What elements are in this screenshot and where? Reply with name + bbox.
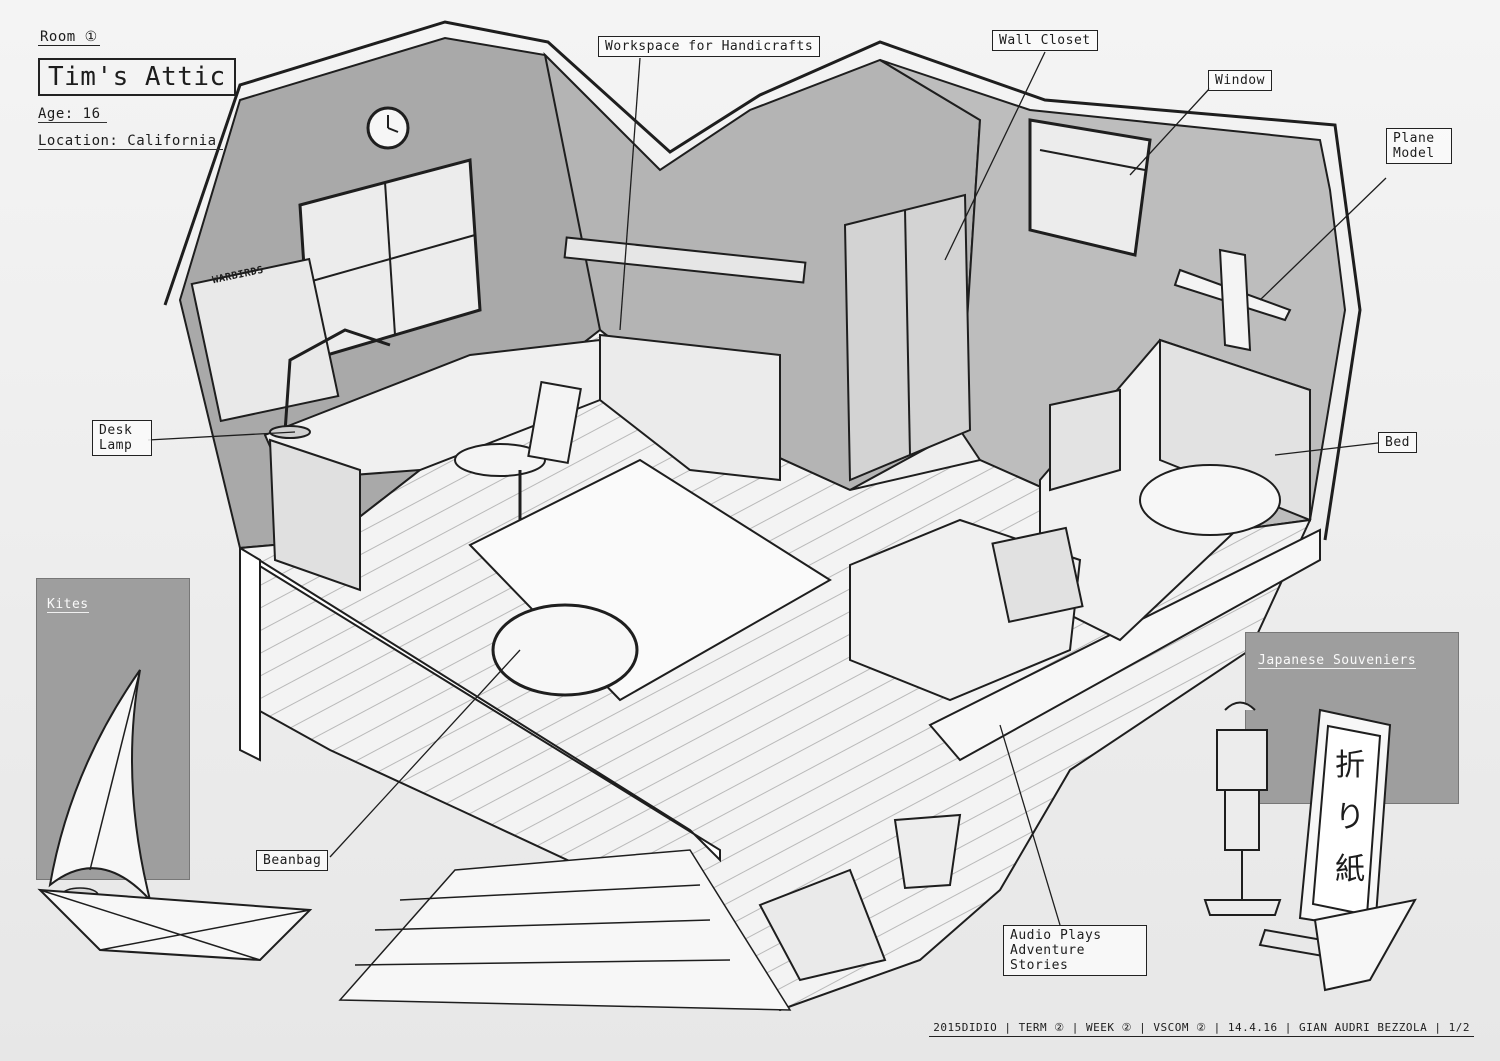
scroll-calligraphy: 折り紙 [1335, 748, 1366, 887]
roof-outline [163, 20, 1362, 541]
label-wall-closet: Wall Closet [992, 30, 1098, 51]
label-beanbag: Beanbag [256, 850, 329, 871]
room-name: Tim's Attic [38, 58, 236, 96]
beanbag [491, 603, 639, 697]
desk-lamp [283, 328, 391, 433]
kites-inset-title: Kites [47, 597, 89, 613]
paper-crane [1313, 898, 1417, 992]
label-plane-model: Plane Model [1386, 128, 1452, 164]
age-field: Age: 16 [38, 106, 107, 123]
label-desk-lamp: Desk Lamp [92, 420, 152, 456]
samurai-armor [1203, 701, 1282, 916]
boombox [991, 526, 1084, 624]
workbench [599, 333, 781, 482]
japanese-souvenirs-title: Japanese Souveniers [1258, 653, 1417, 669]
warbirds-poster [190, 257, 340, 423]
nightstand [1049, 388, 1121, 492]
pencil-cup [893, 813, 962, 890]
room-number: Room ① [38, 29, 100, 46]
desk-chair [454, 443, 546, 477]
label-workspace: Workspace for Handicrafts [598, 36, 821, 57]
kites-sketch [37, 669, 313, 962]
front-cut-wall-left [239, 546, 261, 762]
backpack [758, 868, 887, 982]
label-bed: Bed [1378, 432, 1417, 453]
label-audio-plays: Audio Plays Adventure Stories [1003, 925, 1147, 976]
callout-lines [147, 51, 1387, 926]
front-cut-wall-right [928, 528, 1321, 762]
plane-model [1173, 248, 1292, 352]
title-block: Room ① Tim's Attic Age: 16 Location: Cal… [38, 26, 236, 150]
souvenirs-sketch [1203, 701, 1417, 992]
location-field: Location: California [38, 133, 223, 150]
sheet-footer: 2015DIDIO | TERM ② | WEEK ② | VSCOM ② | … [929, 1021, 1474, 1037]
skylight-window [1028, 118, 1152, 257]
label-window: Window [1208, 70, 1272, 91]
attic-stairs [338, 849, 792, 1011]
